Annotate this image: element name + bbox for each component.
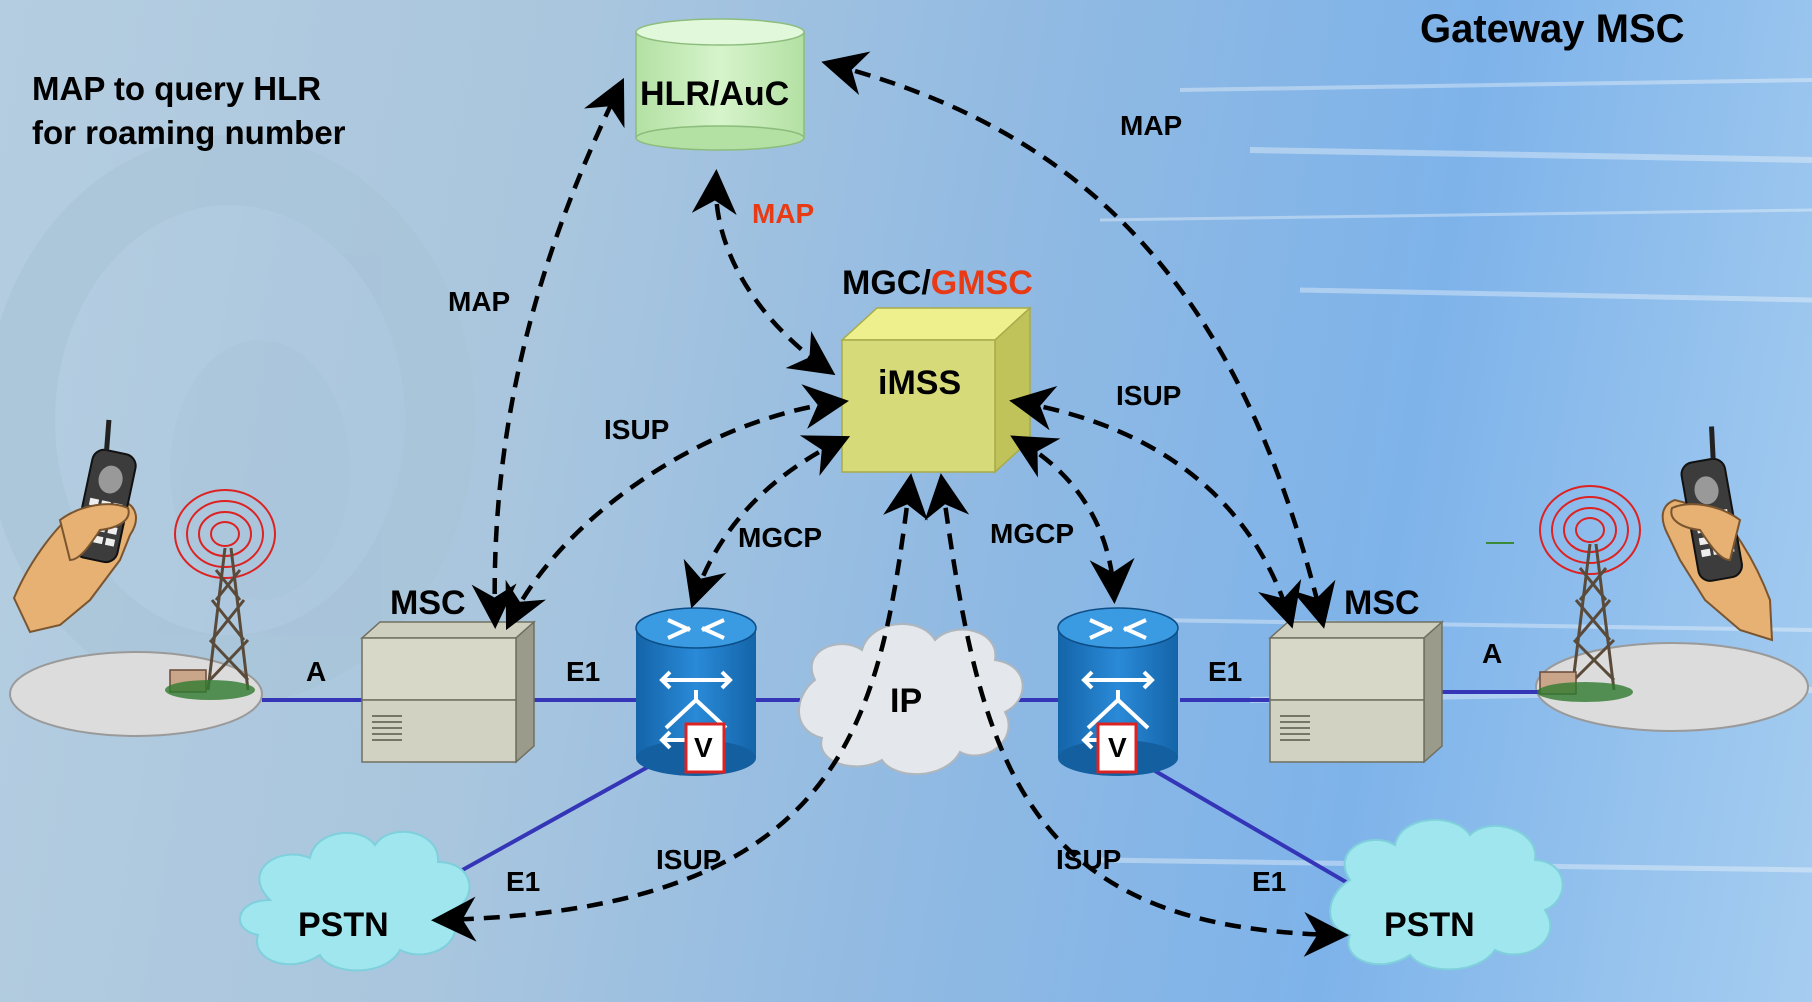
hlr-label: HLR/AuC [640, 75, 790, 113]
isup-bottom-left-label: ISUP [656, 844, 722, 875]
msc-left-box [360, 620, 536, 764]
mobile-phone-right-icon [1661, 426, 1774, 642]
cell-site-base-right [1535, 642, 1809, 732]
a-left-label: A [306, 656, 327, 687]
isup-right-label: ISUP [1116, 380, 1182, 411]
e1-pstn-left-label: E1 [506, 866, 541, 897]
e1-right-label: E1 [1208, 656, 1243, 687]
map-left-label: MAP [448, 286, 511, 317]
gateway-right-badge: V [1108, 732, 1127, 763]
map-arrow-left [471, 77, 625, 629]
pstn-cloud-left [239, 830, 471, 972]
map-arrow-center [691, 169, 836, 376]
msc-right-label: MSC [1344, 584, 1420, 622]
mgcp-arrow-left [683, 435, 851, 609]
isup-arrow-left [505, 384, 849, 631]
signalling-arrows [431, 51, 1349, 957]
isup-arrow-bottom-right [924, 473, 1349, 957]
msc-right-box [1268, 620, 1444, 764]
mgcp-left-label: MGCP [738, 522, 822, 553]
map-center-label: MAP [752, 198, 815, 229]
imss-label: iMSS [878, 364, 962, 402]
cell-tower-right-icon [1537, 485, 1641, 702]
isup-arrow-right [1009, 385, 1302, 629]
mgcp-right-label: MGCP [990, 518, 1074, 549]
pstn-cloud-right [1329, 818, 1564, 971]
mobile-phone-left-icon [12, 419, 137, 634]
pstn-left-label: PSTN [298, 906, 389, 944]
e1-pstn-right-label: E1 [1252, 866, 1287, 897]
ip-label: IP [890, 682, 923, 720]
e1-left-label: E1 [566, 656, 601, 687]
gmsc-label-prefix: MGC/ [842, 264, 931, 302]
gateway-left-badge: V [694, 732, 713, 763]
map-arrow-right [821, 51, 1336, 629]
gmsc-label: MGC/GMSC [842, 264, 1033, 303]
hlr-database [635, 18, 805, 151]
pstn-right-label: PSTN [1384, 906, 1475, 944]
isup-bottom-right-label: ISUP [1056, 844, 1122, 875]
cell-tower-left-icon [165, 489, 276, 700]
msc-left-label: MSC [390, 584, 466, 622]
gmsc-label-suffix: GMSC [930, 264, 1033, 302]
page-title: Gateway MSC [1420, 7, 1685, 51]
note-line-1: MAP to query HLR [32, 70, 322, 107]
isup-arrow-bottom-left [431, 473, 928, 942]
map-right-label: MAP [1120, 110, 1183, 141]
isup-left-label: ISUP [604, 414, 670, 445]
note-line-2: for roaming number [32, 114, 346, 151]
a-right-label: A [1482, 638, 1503, 669]
